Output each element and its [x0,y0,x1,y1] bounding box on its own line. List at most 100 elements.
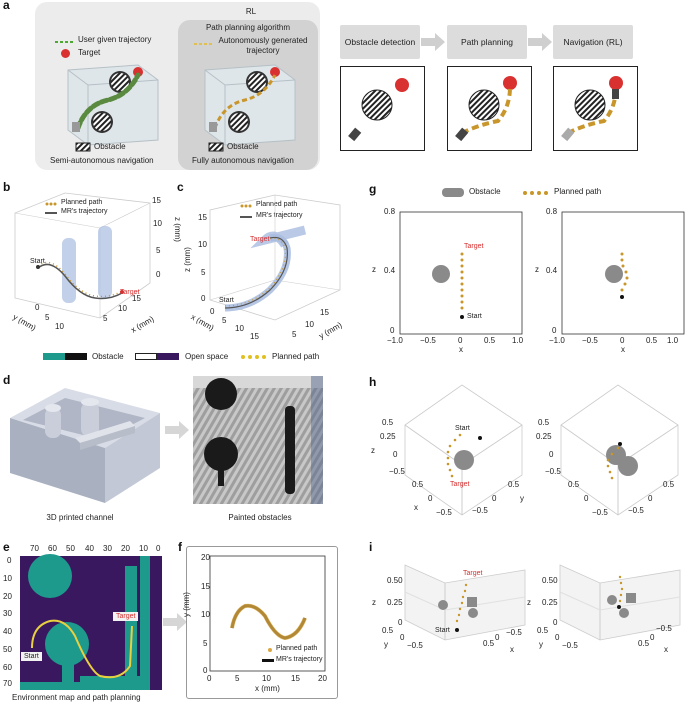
h-z-tick-0: 0 [393,450,398,459]
h-r-x-tick-m05: −0.5 [592,508,608,517]
i-r-z-tick-0: 0 [553,618,558,627]
panel-label-f: f [178,540,182,554]
f-x-label: x (mm) [255,684,280,693]
c-x-tick-0: 0 [210,307,215,316]
legend-open-white [135,353,157,360]
flow-obstacle-detection: Obstacle detection [340,25,420,59]
g-left-x-1: 1.0 [512,336,524,345]
g-left-x-0: 0 [458,336,463,345]
b-planned-swatch [45,202,57,206]
c-3d-plot [209,194,341,321]
h-r-y-tick-m05: −0.5 [628,506,644,515]
legend-user-traj: User given trajectory [78,35,152,44]
c-legend-planned: Planned path [256,201,298,208]
i-r-y-tick-05: 0.5 [537,626,549,635]
g-right-x-m1: −1.0 [549,336,565,345]
h-r-z-tick-m05: −0.5 [545,467,561,476]
b-y-tick-10: 10 [55,322,64,331]
i-y-tick-05: 0.5 [382,626,394,635]
g-right-z-0.8: 0.8 [546,207,558,216]
i-r-z-tick-050: 0.50 [542,576,558,585]
i-r-z-tick-025: 0.25 [542,598,558,607]
semi-caption: Semi-autonomous navigation [50,156,154,165]
h-y-label: y [520,494,524,503]
b-x-tick-10: 10 [118,304,127,313]
c-traj-swatch [240,216,252,218]
legend-path-label: Planned path [272,352,320,361]
h-x-tick-0: 0 [428,494,433,503]
b-x-tick-5: 5 [103,314,108,323]
c-y-tick-5: 5 [292,330,297,339]
rl-label: RL [245,7,257,16]
i-z-tick-025: 0.25 [387,598,403,607]
b-y-tick-5: 5 [45,313,50,322]
e-start-label: Start [21,652,42,661]
fully-cube-diagram [204,64,296,146]
g-right-x-label: x [621,345,625,354]
i-y-label: y [384,640,388,649]
h-r-z-tick-025: 0.25 [536,432,552,441]
c-x-tick-10: 10 [235,324,244,333]
i-r-y-tick-m05: −0.5 [562,641,578,650]
e-arrow [163,613,187,631]
e-top-20: 20 [121,544,130,553]
panel-label-a: a [3,0,10,12]
b-x-tick-15: 15 [132,294,141,303]
c-start-label: Start [219,297,234,304]
h-r-x-tick-0: 0 [584,494,589,503]
i-z-tick-0: 0 [398,618,403,627]
f-traj-swatch [262,659,274,662]
flow-path-planning: Path planning [447,25,527,59]
f-y-tick-15: 15 [201,582,210,591]
h-3d-plot-left [404,384,523,516]
d-3d-channel [10,388,160,503]
g-left-x-m1: −1.0 [387,336,403,345]
b-z-tick-0: 0 [156,270,161,279]
e-left-30: 30 [3,609,12,618]
panel-label-d: d [3,373,11,387]
c-x-tick-5: 5 [222,316,227,325]
h-r-z-tick-05: 0.5 [538,418,550,427]
f-plot [209,555,326,672]
e-left-70: 70 [3,679,12,688]
i-z-label: z [372,598,376,607]
e-top-40: 40 [85,544,94,553]
c-z-tick-10: 10 [198,240,207,249]
panel-label-e: e [3,540,10,554]
h-r-y-tick-05: 0.5 [663,480,675,489]
user-traj-swatch [55,41,75,43]
obstacle-label-semi: Obstacle [94,142,126,151]
legend-open-purple [157,353,179,360]
obstacle-swatch-fully [208,142,224,152]
i-r-x-tick-m05: −0.5 [656,624,672,633]
i-start-label: Start [435,627,450,634]
e-top-0: 0 [156,544,161,553]
legend-target: Target [78,48,101,57]
g-left-x-label: x [459,345,463,354]
flow-img-navigation [553,66,638,151]
b-y-tick-0: 0 [35,303,40,312]
obstacle-label-fully: Obstacle [227,142,259,151]
legend-path-dots [241,355,266,359]
fully-caption: Fully autonomous navigation [192,156,294,165]
b-z-label: z (mm) [172,217,182,242]
b-z-tick-15: 15 [152,196,161,205]
g-left-x-05: 0.5 [484,336,496,345]
f-y-tick-5: 5 [203,639,208,648]
c-y-tick-15: 15 [320,308,329,317]
g-target-label: Target [464,243,484,250]
i-x-tick-05: 0.5 [483,639,495,648]
f-y-label: y (mm) [181,592,191,617]
h-y-tick-0: 0 [492,494,497,503]
e-target-label: Target [113,612,139,621]
i-target-label: Target [463,570,483,577]
g-right-z-0: 0 [552,326,557,335]
c-z-label: z (mm) [182,247,192,272]
panel-label-h: h [369,375,377,389]
i-3d-plot-left [404,564,526,641]
d-caption-left: 3D printed channel [46,513,114,522]
h-r-z-tick-0: 0 [549,450,554,459]
obstacle-swatch-semi [75,142,91,152]
h-z-tick-05: 0.5 [382,418,394,427]
legend-obstacle-label: Obstacle [92,352,124,361]
